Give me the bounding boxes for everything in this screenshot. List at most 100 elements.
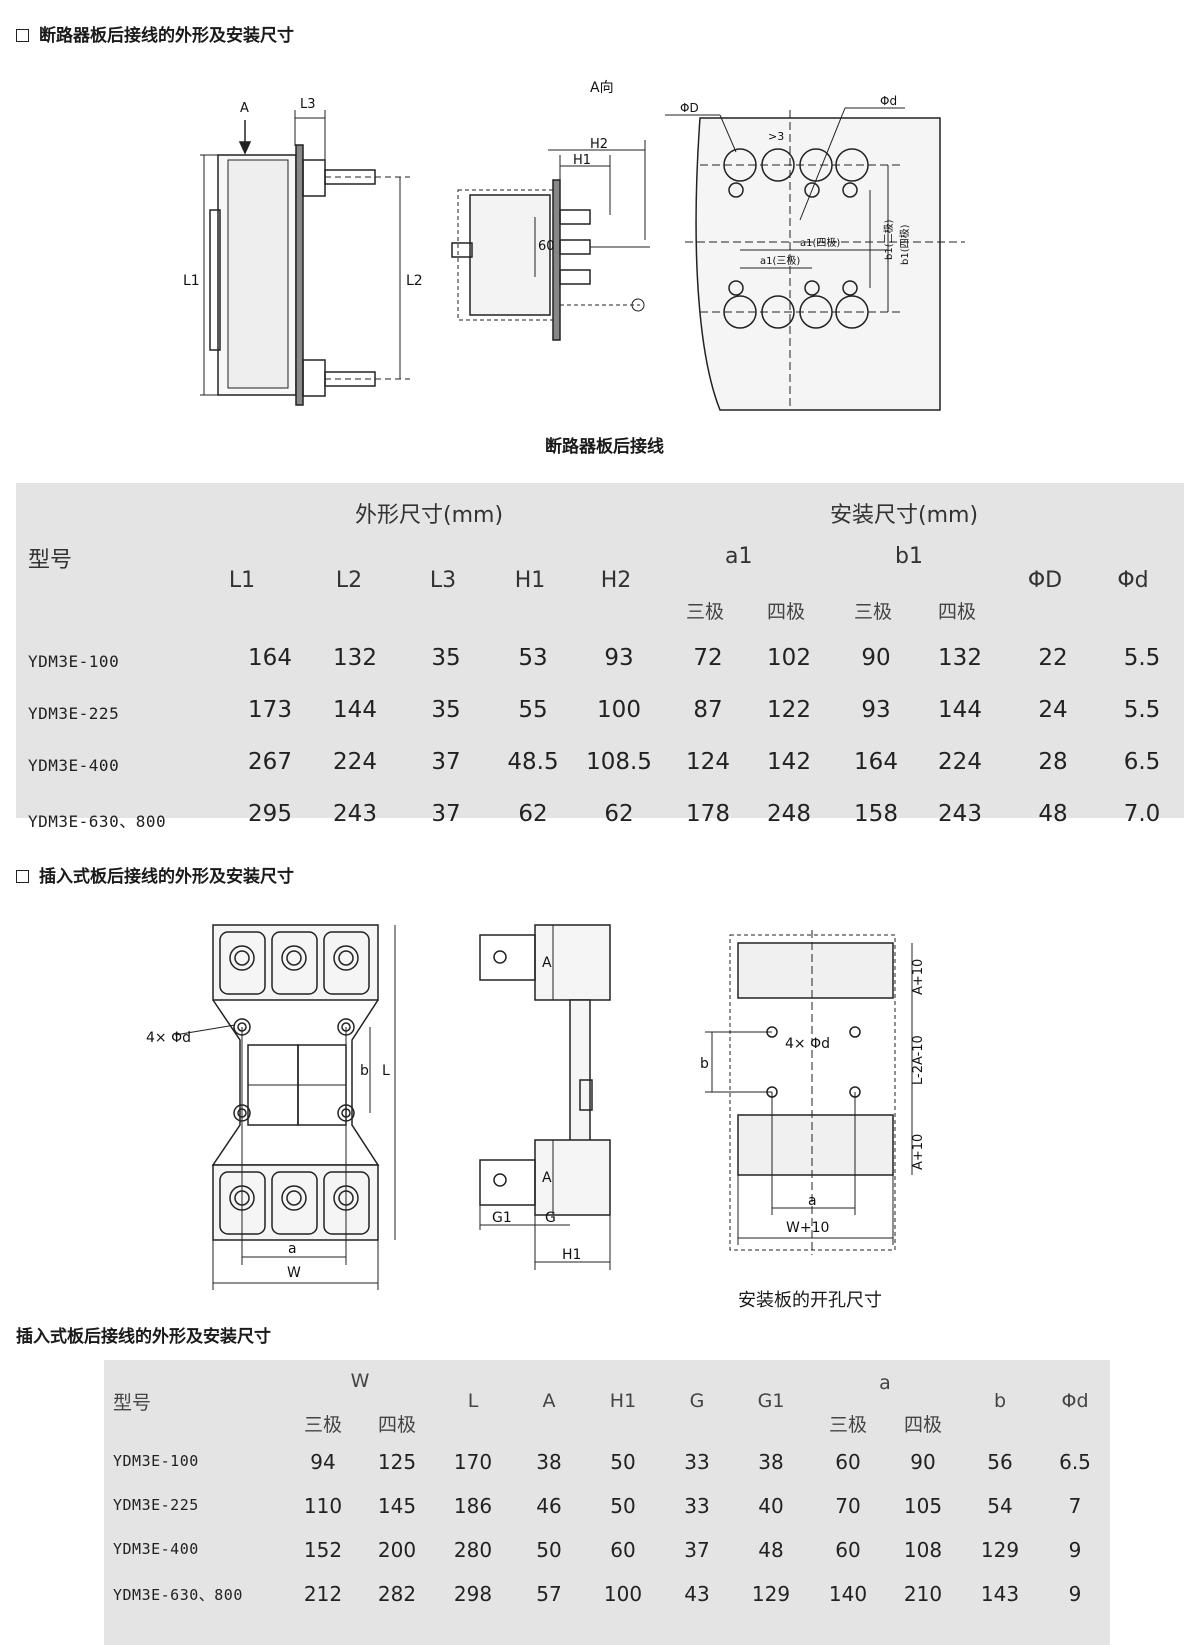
panel-cutout-view bbox=[665, 107, 965, 411]
label-H2: H2 bbox=[590, 137, 608, 152]
table2-cell: 50 bbox=[536, 1538, 562, 1562]
table1-group-outline: 外形尺寸(mm) bbox=[355, 503, 504, 528]
table1-group-install: 安装尺寸(mm) bbox=[830, 503, 979, 528]
side-view bbox=[200, 110, 410, 406]
table2-header-W: W bbox=[350, 1370, 370, 1392]
label-b1-four: b1(四极) bbox=[898, 224, 911, 265]
table1-cell: 173 bbox=[248, 697, 292, 723]
section1-heading-text: 断路器板后接线的外形及安装尺寸 bbox=[39, 26, 294, 46]
table1-header-H2: H2 bbox=[600, 568, 632, 593]
table2-cell: 170 bbox=[453, 1450, 493, 1474]
section2-heading: 插入式板后接线的外形及安装尺寸 bbox=[16, 862, 294, 887]
label-G1: G1 bbox=[492, 1210, 512, 1226]
table1-header-b1: b1 bbox=[895, 544, 923, 569]
table2-cell: 60 bbox=[835, 1450, 861, 1474]
table1-cell: 5.5 bbox=[1123, 645, 1161, 671]
label-L2: L2 bbox=[406, 273, 423, 289]
table2-cell: 145 bbox=[377, 1494, 417, 1518]
table1-cell: 24 bbox=[1038, 697, 1068, 723]
table1-header-H1: H1 bbox=[514, 568, 546, 593]
front-view bbox=[174, 924, 396, 1290]
table1-cell: 100 bbox=[597, 697, 641, 723]
table2-cell: 33 bbox=[684, 1450, 710, 1474]
table1-cell: 122 bbox=[767, 697, 811, 723]
label-a-cutout: a bbox=[808, 1193, 817, 1209]
table1-cell: 55 bbox=[518, 697, 548, 723]
table2-cell: 9 bbox=[1068, 1582, 1082, 1606]
section2-heading-text: 插入式板后接线的外形及安装尺寸 bbox=[39, 867, 294, 887]
table2-cell: 38 bbox=[758, 1450, 784, 1474]
table2-cell: 210 bbox=[903, 1582, 943, 1606]
table1-cell: 87 bbox=[693, 697, 723, 723]
label-phiD: ΦD bbox=[680, 101, 699, 115]
table1-background bbox=[16, 483, 1184, 818]
table2-header-H1: H1 bbox=[609, 1390, 637, 1412]
label-H1: H1 bbox=[573, 153, 591, 168]
table2-model-header: 型号 bbox=[113, 1392, 152, 1414]
table1-model-header: 型号 bbox=[28, 548, 73, 573]
label-gt3: >3 bbox=[768, 130, 784, 143]
table1-header-phid: Φd bbox=[1117, 568, 1149, 593]
table1-b1-four: 四极 bbox=[937, 601, 976, 623]
table1-cell: 48.5 bbox=[507, 749, 559, 775]
table2-cell: 56 bbox=[987, 1450, 1013, 1474]
label-4phid: 4× Φd bbox=[146, 1030, 191, 1046]
table1-header-L2: L2 bbox=[335, 568, 363, 593]
table2-background bbox=[104, 1360, 1110, 1645]
table2-header-b: b bbox=[993, 1390, 1007, 1412]
table2-cell: 100 bbox=[603, 1582, 643, 1606]
table2-cell: 60 bbox=[610, 1538, 636, 1562]
table1-cell: 132 bbox=[938, 645, 982, 671]
table2-header-L: L bbox=[467, 1390, 479, 1412]
table1-cell: 295 bbox=[248, 801, 292, 827]
table1-cell: 248 bbox=[767, 801, 811, 827]
table2-cell: 110 bbox=[303, 1494, 343, 1518]
label-L1: L1 bbox=[183, 273, 200, 289]
table2-model-cell: YDM3E-225 bbox=[113, 1496, 199, 1514]
label-a-view: A向 bbox=[590, 80, 614, 96]
table1-model-cell: YDM3E-100 bbox=[28, 652, 120, 671]
table2-cell: 46 bbox=[536, 1494, 562, 1518]
table2-cell: 212 bbox=[303, 1582, 343, 1606]
label-60: 60 bbox=[538, 239, 555, 254]
table2-header-G: G bbox=[689, 1390, 705, 1412]
table2-title: 插入式板后接线的外形及安装尺寸 bbox=[16, 1327, 271, 1347]
section2-caption: 安装板的开孔尺寸 bbox=[738, 1290, 882, 1311]
table1-model-cell: YDM3E-225 bbox=[28, 704, 120, 723]
table1-cell: 37 bbox=[431, 801, 461, 827]
table2-cell: 105 bbox=[903, 1494, 943, 1518]
label-W10: W+10 bbox=[786, 1220, 829, 1236]
table1-cell: 62 bbox=[518, 801, 548, 827]
table1-cell: 102 bbox=[767, 645, 811, 671]
middle-view bbox=[451, 140, 650, 341]
table2-cell: 38 bbox=[536, 1450, 562, 1474]
table2-cell: 50 bbox=[610, 1450, 636, 1474]
checkbox-square-icon bbox=[16, 29, 29, 42]
label-A10-bottom: A+10 bbox=[911, 1134, 926, 1170]
table1-cell: 132 bbox=[333, 645, 377, 671]
table1-cell: 7.0 bbox=[1123, 801, 1161, 827]
table2-cell: 70 bbox=[835, 1494, 861, 1518]
table1-cell: 35 bbox=[431, 697, 461, 723]
table2-header-A: A bbox=[542, 1390, 556, 1412]
table1-cell: 28 bbox=[1038, 749, 1068, 775]
label-A-top: A bbox=[542, 955, 552, 971]
table2-cell: 37 bbox=[684, 1538, 710, 1562]
table1-header-L1: L1 bbox=[228, 568, 256, 593]
label-b1-three: b1(三极) bbox=[882, 219, 895, 260]
table1-cell: 72 bbox=[693, 645, 723, 671]
table2-cell: 129 bbox=[751, 1582, 791, 1606]
table1-header-phiD: ΦD bbox=[1027, 568, 1063, 593]
table1-model-cell: YDM3E-630、800 bbox=[28, 812, 167, 831]
table2-cell: 33 bbox=[684, 1494, 710, 1518]
table1-cell: 243 bbox=[333, 801, 377, 827]
side-view-plugin bbox=[479, 924, 611, 1270]
table2-cell: 60 bbox=[835, 1538, 861, 1562]
table1-cell: 53 bbox=[518, 645, 548, 671]
label-A: A bbox=[240, 101, 249, 116]
table2-cell: 140 bbox=[828, 1582, 868, 1606]
table1-a1-three: 三极 bbox=[685, 601, 724, 623]
label-phid: Φd bbox=[880, 94, 897, 108]
label-L3: L3 bbox=[300, 97, 316, 112]
table1-cell: 243 bbox=[938, 801, 982, 827]
